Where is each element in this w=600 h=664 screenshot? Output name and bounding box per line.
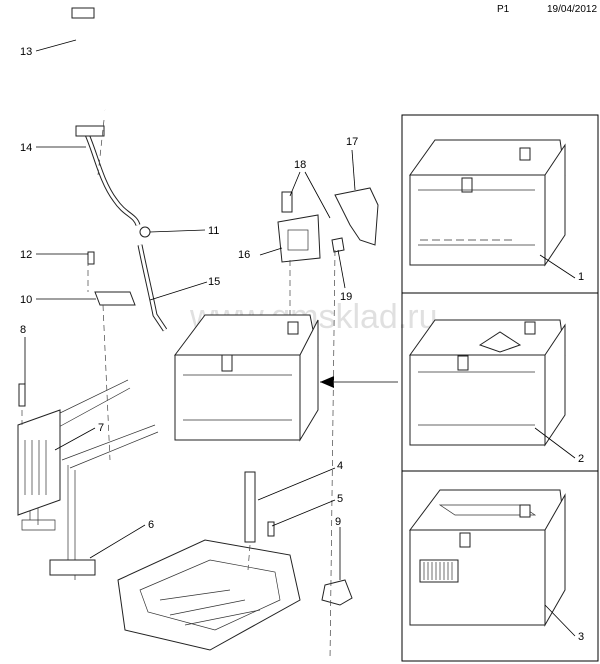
callout-12: 12 — [20, 249, 32, 261]
hold-down-strap-7 — [17, 379, 131, 531]
callout-1: 1 — [578, 271, 584, 283]
callout-15: 15 — [208, 276, 220, 288]
fuse-block-16 — [277, 214, 321, 263]
callout-7: 7 — [98, 422, 104, 434]
callout-6: 6 — [148, 519, 154, 531]
cable-13-terminal — [71, 7, 95, 19]
callout-11: 11 — [208, 225, 219, 237]
nut-11 — [139, 226, 151, 238]
callout-8: 8 — [20, 324, 26, 336]
callout-18: 18 — [294, 159, 306, 171]
cable-13 — [77, 10, 107, 111]
callout-19: 19 — [340, 291, 352, 303]
battery-tray — [117, 539, 301, 651]
hold-down-strap-6 — [49, 424, 159, 580]
clip-19 — [331, 237, 345, 253]
cover-17 — [334, 187, 379, 246]
main-battery — [174, 314, 319, 442]
callout-4: 4 — [337, 460, 343, 472]
battery-variant-2 — [409, 319, 566, 447]
sensor-9 — [321, 579, 353, 606]
page-number: P1 — [497, 4, 510, 15]
bolt-5 — [267, 521, 275, 537]
cable-14 — [83, 129, 140, 226]
terminal-bracket-10 — [94, 291, 136, 306]
callout-14: 14 — [20, 142, 32, 154]
rod-4 — [244, 471, 256, 543]
nut-18 — [281, 191, 293, 213]
callout-5: 5 — [337, 493, 343, 505]
callout-3: 3 — [578, 631, 584, 643]
callout-2: 2 — [578, 453, 584, 465]
leader-lines — [24, 39, 576, 637]
callout-17: 17 — [346, 136, 358, 148]
battery-variant-1 — [409, 139, 566, 267]
page-date: 19/04/2012 — [547, 4, 598, 15]
battery-variant-frames — [401, 114, 599, 662]
cable-14-terminal — [75, 125, 105, 137]
battery-variant-3 — [409, 489, 566, 627]
callout-10: 10 — [20, 294, 32, 306]
bolt-12 — [87, 251, 95, 265]
selection-arrow-head — [320, 376, 334, 388]
bolt-8 — [18, 383, 26, 407]
cable-15 — [138, 244, 167, 331]
callout-16: 16 — [238, 249, 250, 261]
callout-9: 9 — [335, 516, 341, 528]
callout-13: 13 — [20, 46, 32, 58]
